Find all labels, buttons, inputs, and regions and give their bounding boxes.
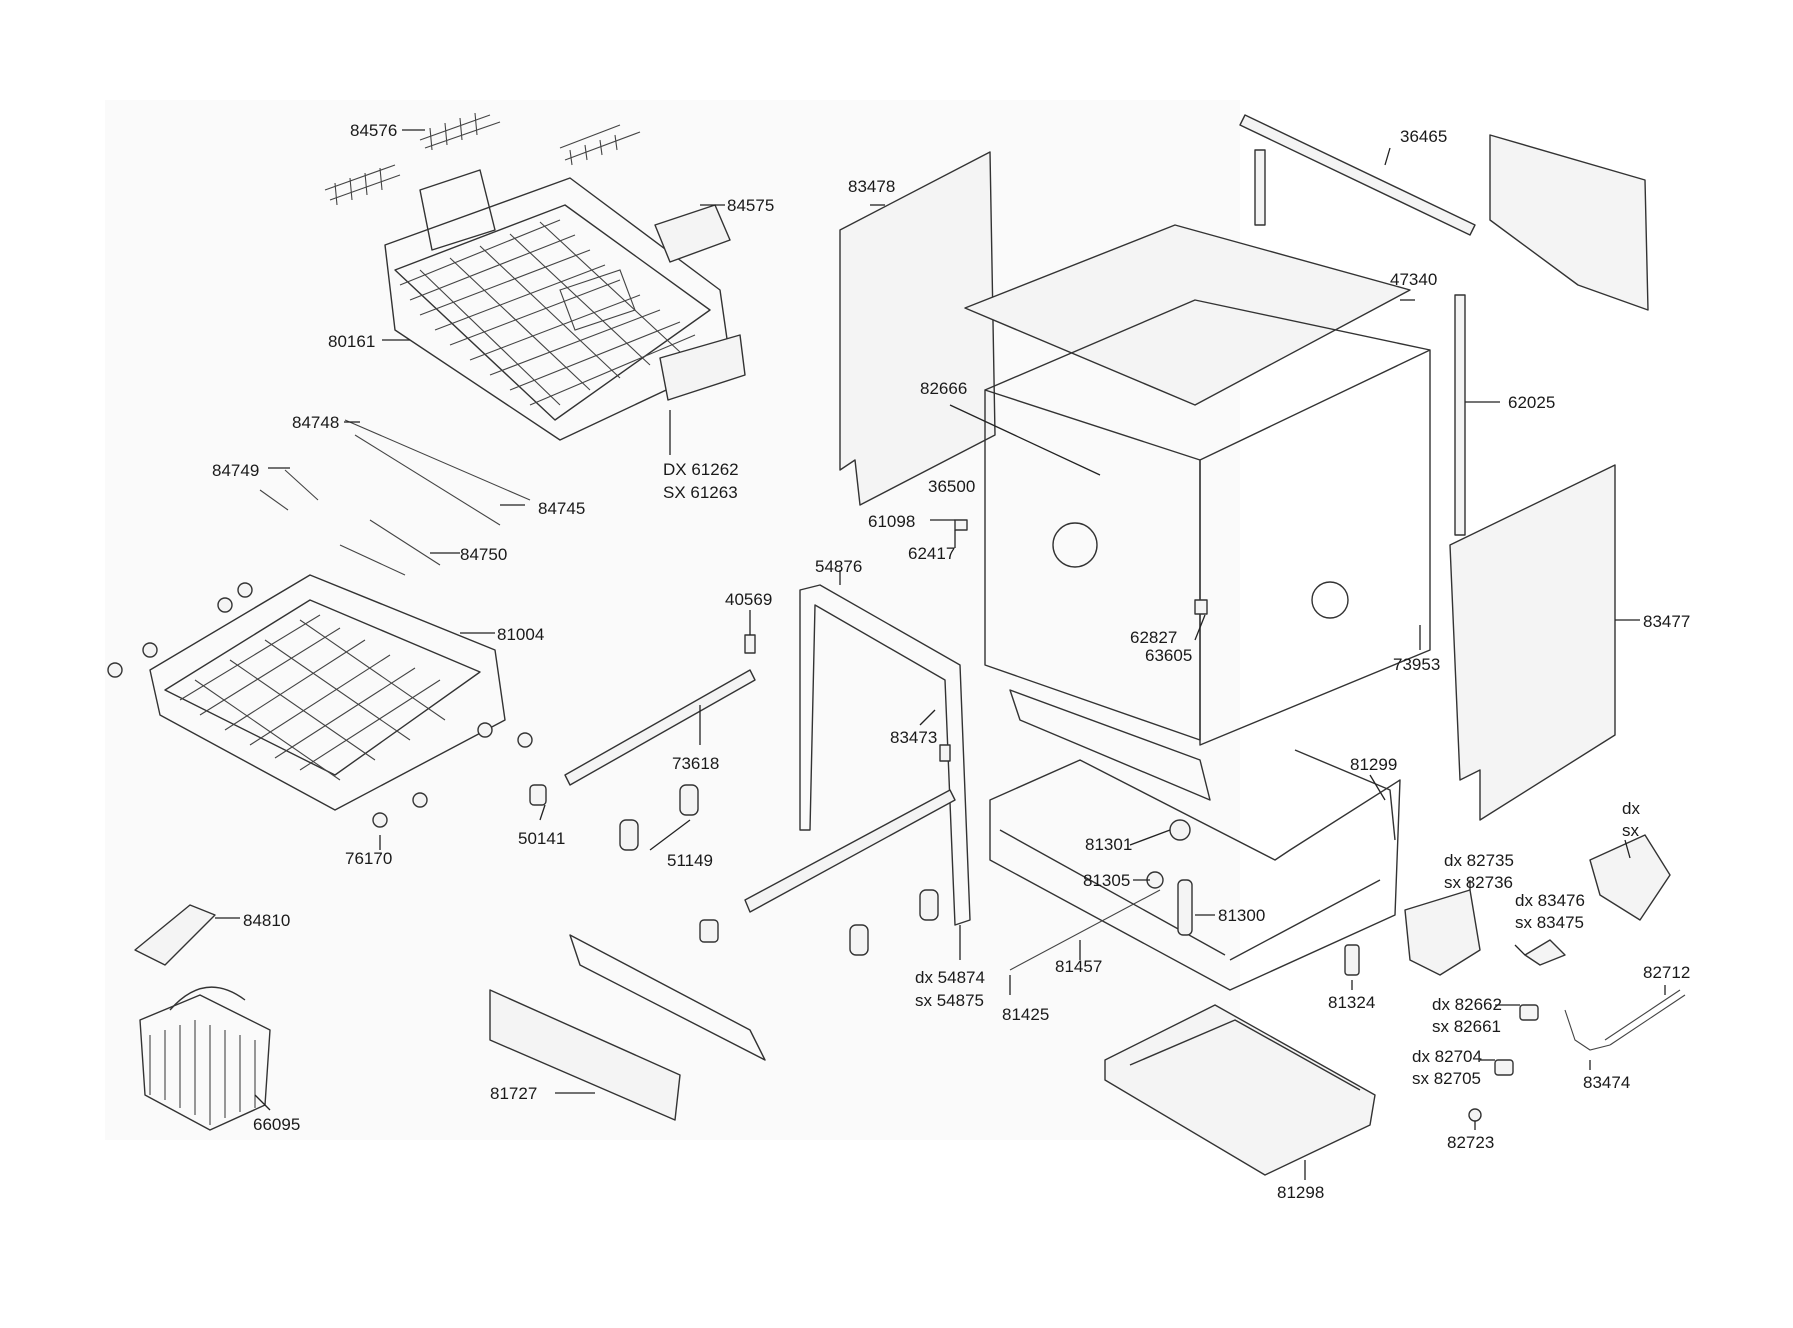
side-panel-83478 (839, 151, 996, 506)
label-62417: 62417 (908, 544, 955, 563)
upright-62025 (1454, 294, 1466, 536)
label-82662: dx 82662 (1432, 995, 1502, 1014)
label-81301: 81301 (1085, 835, 1132, 854)
label-80161: 80161 (328, 332, 375, 351)
label-81425: 81425 (1002, 1005, 1049, 1024)
label-54874: dx 54874 (915, 968, 985, 987)
label-81727: 81727 (490, 1084, 537, 1103)
lower-basket-81004 (107, 574, 533, 828)
label-76170: 76170 (345, 849, 392, 868)
upper-basket-80161 (384, 169, 746, 441)
base-tray-81298 (1104, 1004, 1376, 1176)
label-82723: 82723 (1447, 1133, 1494, 1152)
label-82735: dx 82735 (1444, 851, 1514, 870)
pump-parts-81300-81301-81305 (1009, 819, 1193, 971)
wheels-51149 (529, 784, 939, 956)
label-84576: 84576 (350, 121, 397, 140)
label-73953: 73953 (1393, 655, 1440, 674)
label-36465: 36465 (1400, 127, 1447, 146)
label-83476: dx 83476 (1515, 891, 1585, 910)
label-73618: 73618 (672, 754, 719, 773)
label-82704: dx 82704 (1412, 1047, 1482, 1066)
hinge-dx-sx (1589, 834, 1671, 921)
leader-lines (215, 129, 1666, 1180)
label-82666: 82666 (920, 379, 967, 398)
label-81300: 81300 (1218, 906, 1265, 925)
label-47340: 47340 (1390, 270, 1437, 289)
hinge-82735-82736 (1404, 889, 1481, 976)
rail-83473 (744, 744, 956, 913)
label-54875: sx 54875 (915, 991, 984, 1010)
label-84749: 84749 (212, 461, 259, 480)
label-51149: 51149 (667, 851, 713, 870)
part-labels: 84576 84575 80161 84748 84749 84745 8475… (212, 121, 1690, 1202)
label-40569: 40569 (725, 590, 772, 609)
label-81004: 81004 (497, 625, 544, 644)
foot-81324 (1344, 944, 1360, 976)
label-61098: 61098 (868, 512, 915, 531)
label-sx: sx (1622, 821, 1640, 840)
cable-83474 (1564, 1009, 1611, 1051)
label-81324: 81324 (1328, 993, 1375, 1012)
label-63605: 63605 (1145, 646, 1192, 665)
label-81299: 81299 (1350, 755, 1397, 774)
label-62025: 62025 (1508, 393, 1555, 412)
label-84575: 84575 (727, 196, 774, 215)
clip-83475-83476 (1524, 939, 1566, 966)
label-83473: 83473 (890, 728, 937, 747)
label-84750: 84750 (460, 545, 507, 564)
spike-strips-84745-84748-84749-84750 (259, 419, 531, 576)
label-82705: sx 82705 (1412, 1069, 1481, 1088)
label-61262: DX 61262 (663, 460, 739, 479)
label-61263: SX 61263 (663, 483, 738, 502)
label-81305: 81305 (1083, 871, 1130, 890)
rear-panel (1489, 134, 1649, 311)
label-83478: 83478 (848, 177, 895, 196)
label-82712: 82712 (1643, 963, 1690, 982)
tub-47340 (964, 224, 1431, 801)
tine-rows-84576 (324, 112, 641, 206)
label-50141: 50141 (518, 829, 565, 848)
label-82661: sx 82661 (1432, 1017, 1501, 1036)
label-84748: 84748 (292, 413, 339, 432)
kickplate-81727 (489, 934, 766, 1121)
cutlery-tray-84810 (134, 904, 216, 966)
label-66095: 66095 (253, 1115, 300, 1134)
label-54876: 54876 (815, 557, 862, 576)
small-parts-82661-82662-82704-82705-82723 (954, 519, 1539, 1122)
side-panel-83477 (1449, 464, 1616, 821)
label-dx: dx (1622, 799, 1640, 818)
label-83474: 83474 (1583, 1073, 1630, 1092)
label-36500: 36500 (928, 477, 975, 496)
label-83475: sx 83475 (1515, 913, 1584, 932)
label-62827: 62827 (1130, 628, 1177, 647)
spring-82712 (1604, 989, 1686, 1046)
label-84810: 84810 (243, 911, 290, 930)
top-rail-36465 (1239, 114, 1476, 236)
label-82736: sx 82736 (1444, 873, 1513, 892)
label-83477: 83477 (1643, 612, 1690, 631)
label-84745: 84745 (538, 499, 585, 518)
label-81457: 81457 (1055, 957, 1102, 976)
label-81298: 81298 (1277, 1183, 1324, 1202)
